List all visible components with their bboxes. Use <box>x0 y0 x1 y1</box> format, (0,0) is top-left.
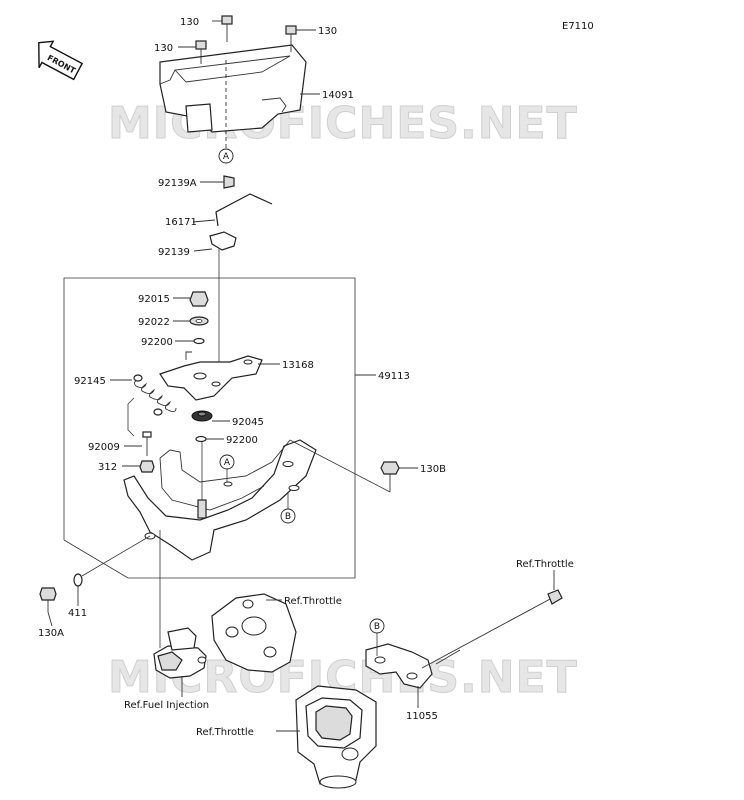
bolt-92009 <box>142 431 152 456</box>
ref-throttle-lower: Ref.Throttle <box>196 727 254 738</box>
part-label-92009: 92009 <box>88 442 120 453</box>
washer-411 <box>73 573 83 587</box>
callout-b-upper-text: B <box>285 512 291 522</box>
ref-throttle-right: Ref.Throttle <box>516 559 574 570</box>
part-label-411: 411 <box>68 608 87 619</box>
callout-a-upper <box>218 148 234 164</box>
callout-a-lower-text: A <box>224 458 231 468</box>
part-label-92200-b: 92200 <box>226 435 258 446</box>
part-label-92139: 92139 <box>158 247 190 258</box>
sensor-fuel-injection <box>153 627 207 679</box>
front-arrow-icon: FRONT <box>38 40 84 81</box>
part-label-312: 312 <box>98 462 117 473</box>
bracket <box>123 439 317 561</box>
part-label-130-top: 130 <box>180 17 199 28</box>
part-label-92145: 92145 <box>74 376 106 387</box>
part-label-92015: 92015 <box>138 294 170 305</box>
throttle-cable <box>421 589 563 669</box>
bolt-130-top <box>221 15 233 42</box>
ref-fuel-injection: Ref.Fuel Injection <box>124 700 209 711</box>
ref-throttle-upper: Ref.Throttle <box>284 596 342 607</box>
diagram-code: E7110 <box>562 21 594 32</box>
nut-312 <box>139 460 155 473</box>
part-label-13168: 13168 <box>282 360 314 371</box>
throttle-lower-body <box>295 685 377 789</box>
assembly-outline-49113 <box>63 277 356 579</box>
bolt-130A <box>39 587 57 612</box>
lever-13168 <box>159 351 263 401</box>
washer-92200-b <box>195 435 207 443</box>
washer-92022 <box>189 316 209 326</box>
part-label-92022: 92022 <box>138 317 170 328</box>
washer-92200-a <box>193 337 205 345</box>
bracket-11055 <box>365 643 433 689</box>
rod-16171 <box>215 193 273 227</box>
nut-92015 <box>189 291 209 307</box>
grommet-92045 <box>191 410 213 422</box>
part-label-92139A: 92139A <box>158 178 197 189</box>
bolt-130B <box>380 461 400 492</box>
throttle-upper-body <box>211 593 297 673</box>
part-label-49113: 49113 <box>378 371 410 382</box>
clip-92139 <box>209 231 237 251</box>
part-label-130-right: 130 <box>318 26 337 37</box>
part-label-92200-a: 92200 <box>141 337 173 348</box>
clip-92139A <box>223 175 235 189</box>
bolt-130-left <box>195 40 207 64</box>
part-label-130B: 130B <box>420 464 446 475</box>
part-label-92045: 92045 <box>232 417 264 428</box>
part-label-14091: 14091 <box>322 90 354 101</box>
cover-14091 <box>159 44 307 133</box>
callout-a-upper-text: A <box>223 152 230 162</box>
part-label-130A: 130A <box>38 628 64 639</box>
part-label-130-left: 130 <box>154 43 173 54</box>
part-label-16171: 16171 <box>165 217 197 228</box>
part-label-11055: 11055 <box>406 711 438 722</box>
callout-b-lower-text: B <box>374 622 380 632</box>
spring-92145 <box>133 374 177 416</box>
